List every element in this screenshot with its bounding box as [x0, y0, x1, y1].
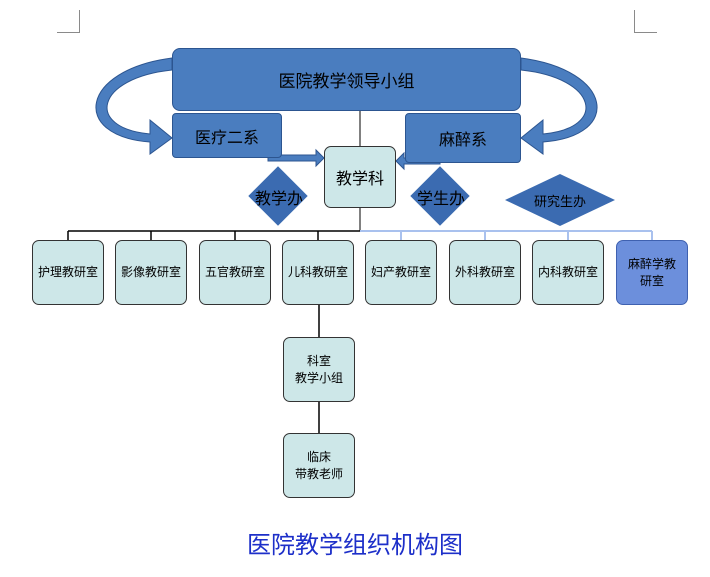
left-dept-arrow: [267, 148, 325, 168]
crop-mark-top-left: [57, 10, 80, 33]
graduate-office-diamond: [505, 174, 615, 226]
student-office-node: 学生办: [410, 166, 471, 227]
unit-surgery: 外科教研室: [449, 240, 521, 305]
anesthesia-dept-box: 麻醉系: [405, 113, 521, 163]
graduate-office-label: 研究生办: [533, 194, 586, 210]
leadership-group-box: 医院教学领导小组: [172, 48, 521, 111]
unit-ent: 五官教研室: [199, 240, 271, 305]
unit-label: 外科教研室: [454, 265, 515, 280]
diagram-title: 医院教学组织机构图: [247, 531, 463, 559]
unit-nursing: 护理教研室: [32, 240, 104, 305]
right-curved-arrow: [520, 57, 598, 155]
unit-internal-medicine: 内科教研室: [532, 240, 604, 305]
teaching-office-label: 教学办: [254, 189, 303, 208]
unit-anesthesiology: 麻醉学教研室: [616, 240, 688, 305]
unit-obgyn: 妇产教研室: [365, 240, 437, 305]
unit-label: 儿科教研室: [287, 265, 348, 280]
teaching-section-label: 教学科: [335, 169, 384, 188]
leadership-group-label: 医院教学领导小组: [278, 72, 415, 92]
teaching-office-node: 教学办: [248, 166, 309, 227]
unit-label: 内科教研室: [537, 265, 598, 280]
unit-imaging: 影像教研室: [115, 240, 187, 305]
crop-mark-top-right: [634, 10, 657, 33]
student-office-label: 学生办: [416, 189, 465, 208]
graduate-office-node: 研究生办: [503, 172, 617, 228]
unit-label: 五官教研室: [204, 265, 265, 280]
clinical-teachers-box: 临床 带教老师: [283, 433, 355, 498]
medical-dept-two-label: 医疗二系: [194, 127, 259, 147]
unit-label: 麻醉学教研室: [627, 257, 676, 288]
anesthesia-dept-label: 麻醉系: [438, 130, 487, 149]
teaching-section-box: 教学科: [324, 146, 396, 208]
unit-label: 护理教研室: [37, 265, 98, 280]
unit-pediatrics: 儿科教研室: [282, 240, 354, 305]
dept-teaching-group-label: 科室 教学小组: [294, 354, 343, 385]
dept-teaching-group-box: 科室 教学小组: [283, 337, 355, 402]
unit-label: 妇产教研室: [370, 265, 431, 280]
medical-dept-two-box: 医疗二系: [172, 113, 282, 158]
left-curved-arrow: [95, 57, 173, 155]
clinical-teachers-label: 临床 带教老师: [294, 450, 343, 481]
unit-label: 影像教研室: [120, 265, 181, 280]
